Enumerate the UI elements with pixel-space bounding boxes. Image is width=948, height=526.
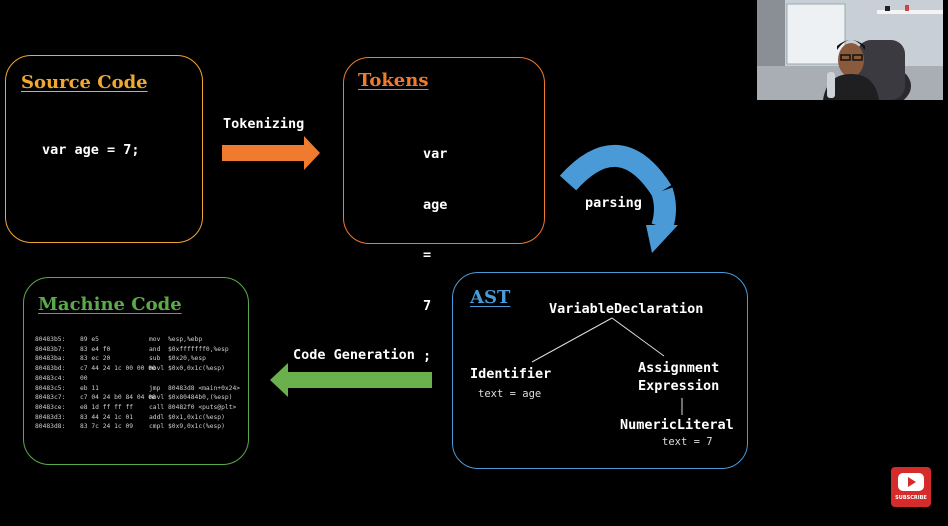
- machine-code-cell: %esp,%ebp: [168, 336, 203, 343]
- machine-code-cell: 83 7c 24 1c 09: [80, 423, 134, 431]
- machine-code-cell: c7 44 24 1c 00 00 00: [80, 365, 156, 373]
- tokens-title: Tokens: [358, 70, 429, 91]
- machine-code-cell: movl: [149, 394, 165, 402]
- machine-code-cell: 80483d8:: [35, 423, 66, 431]
- youtube-icon: [898, 473, 924, 491]
- machine-code-row: 80483b5: 89 e5 mov %esp,%ebp: [35, 335, 248, 345]
- tokens-list: var age = 7 ;: [423, 113, 447, 382]
- machine-code-cell: 83 ec 20: [80, 355, 111, 363]
- machine-code-cell: 80483b5:: [35, 336, 66, 343]
- presenter-image: [757, 0, 943, 100]
- machine-code-title: Machine Code: [38, 294, 182, 315]
- code-generation-arrow: [270, 363, 432, 397]
- tokenizing-label: Tokenizing: [223, 116, 305, 132]
- machine-code-cell: 80482f0 <puts@plt>: [168, 403, 237, 411]
- machine-code-row: 80483ba: 83 ec 20 sub $0x20,%esp: [35, 354, 248, 364]
- machine-code-cell: sub: [149, 355, 161, 363]
- source-code-box: [5, 55, 203, 243]
- token-item: 7: [423, 297, 432, 314]
- machine-code-cell: 80483bd:: [35, 365, 66, 373]
- ast-title: AST: [470, 287, 511, 308]
- machine-code-cell: cmpl: [149, 423, 165, 431]
- machine-code-cell: and: [149, 345, 161, 353]
- machine-code-cell: movl: [149, 365, 165, 373]
- machine-code-cell: eb 11: [80, 384, 99, 392]
- token-item: =: [423, 247, 432, 263]
- subscribe-label: SUBSCRIBE: [895, 495, 927, 501]
- webcam-overlay: [757, 0, 943, 100]
- machine-code-row: 80483d3: 83 44 24 1c 01 addl$0x1,0x1c(%esp…: [35, 413, 248, 423]
- source-code-title: Source Code: [21, 72, 148, 93]
- machine-code-cell: $0x9,0x1c(%esp): [168, 423, 225, 431]
- tokens-box: [343, 57, 545, 244]
- ast-box: [452, 272, 748, 469]
- parsing-label: parsing: [585, 195, 642, 211]
- machine-code-cell: 80483c4:: [35, 374, 66, 382]
- machine-code-cell: 80483c7:: [35, 394, 66, 402]
- machine-code-row: 80483d8: 83 7c 24 1c 09 cmpl$0x9,0x1c(%esp…: [35, 422, 248, 432]
- token-item: var: [423, 146, 448, 162]
- machine-code-row: 80483c5: eb 11 jmp 80483d8 <main+0x24>: [35, 384, 248, 394]
- machine-code-cell: 80483b7:: [35, 345, 66, 353]
- machine-code-cell: 80483d8 <main+0x24>: [168, 384, 241, 392]
- ast-root-node: VariableDeclaration: [549, 301, 704, 317]
- machine-code-cell: $0x0,0x1c(%esp): [168, 365, 225, 373]
- ast-edges: [531, 317, 683, 415]
- ast-numeric-text: text = 7: [662, 436, 713, 448]
- machine-code-cell: 80483d3:: [35, 413, 66, 421]
- token-item: ;: [423, 348, 432, 364]
- ast-identifier-node: Identifier: [470, 366, 552, 382]
- machine-code-cell: 89 e5: [80, 336, 99, 343]
- ast-assignment-node-line1: Assignment: [638, 360, 720, 376]
- machine-code-cell: $0xfffffff0,%esp: [168, 345, 229, 353]
- machine-code-cell: 80483ba:: [35, 355, 66, 363]
- machine-code-cell: c7 04 24 b0 84 04 08: [80, 394, 156, 402]
- machine-code-cell: 80483ce:: [35, 403, 66, 411]
- machine-code-cell: 80483c5:: [35, 384, 66, 392]
- token-item: age: [423, 196, 448, 213]
- machine-code-cell: addl: [149, 413, 165, 421]
- machine-code-cell: $0x20,%esp: [168, 355, 206, 363]
- machine-code-cell: mov: [149, 336, 161, 343]
- youtube-subscribe-badge[interactable]: SUBSCRIBE: [891, 467, 931, 507]
- parsing-arrow: [560, 145, 678, 253]
- machine-code-row: 80483b7: 83 e4 f0 and $0xfffffff0,%esp: [35, 345, 248, 355]
- machine-code-cell: $0x1,0x1c(%esp): [168, 413, 225, 421]
- machine-code-cell: [149, 374, 168, 384]
- code-generation-label: Code Generation: [293, 347, 415, 363]
- machine-code-cell: $0x80484b0,(%esp): [168, 394, 233, 402]
- ast-numeric-literal-node: NumericLiteral: [620, 417, 734, 433]
- tokenizing-arrow: [222, 136, 320, 170]
- machine-code-cell: [168, 374, 248, 384]
- machine-code-cell: 83 e4 f0: [80, 345, 111, 353]
- machine-code-row: 80483c4: 00: [35, 374, 248, 384]
- machine-code-cell: jmp: [149, 384, 161, 392]
- source-code-text: var age = 7;: [42, 142, 140, 158]
- ast-identifier-text: text = age: [478, 388, 542, 400]
- ast-assignment-node-line2: Expression: [638, 378, 720, 394]
- machine-code-box: [23, 277, 249, 465]
- machine-code-cell: call: [149, 403, 165, 411]
- machine-code-cell: 00: [80, 374, 88, 382]
- machine-code-cell: e8 1d ff ff ff: [80, 403, 134, 411]
- machine-code-cell: 83 44 24 1c 01: [80, 413, 134, 421]
- machine-code-listing: 80483b5: 89 e5 mov %esp,%ebp 80483b7: 83 e4 f…: [35, 335, 248, 432]
